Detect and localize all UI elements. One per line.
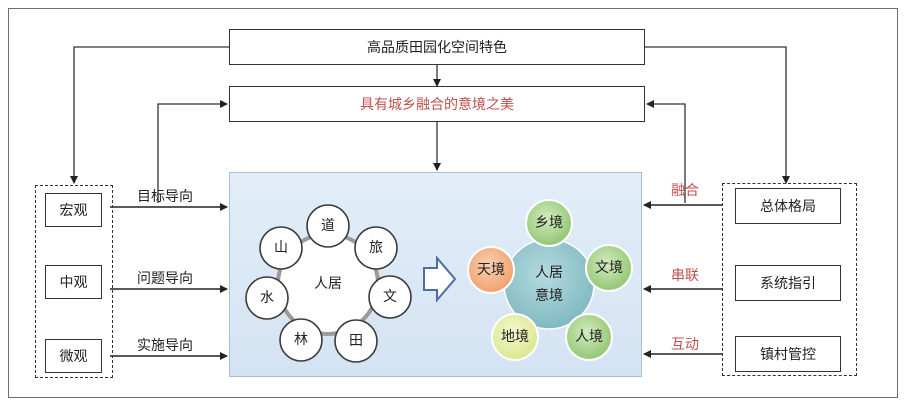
- arrow-label-interact: 互动: [671, 337, 699, 353]
- left-level-group: [35, 185, 113, 378]
- item-overall-label: 总体格局: [760, 199, 816, 215]
- bubble-renjing: [565, 313, 613, 361]
- level-macro-label: 宏观: [59, 203, 88, 219]
- level-micro-label: 微观: [59, 349, 88, 365]
- arrow-label-goal: 目标导向: [137, 189, 193, 205]
- petal-dao: [306, 204, 350, 248]
- bubble-label-dijing: 地境: [501, 328, 529, 345]
- arrow-label-implement: 实施导向: [137, 338, 193, 354]
- item-control-label: 镇村管控: [760, 347, 816, 363]
- petal-shan: [259, 226, 303, 270]
- item-control-box: 镇村管控: [735, 336, 841, 372]
- petal-label-lin: 林: [294, 331, 308, 348]
- bubble-xiangjing: [525, 199, 573, 247]
- petal-tian: [334, 319, 378, 363]
- bubble-label-wenjing: 文境: [595, 259, 623, 276]
- subtitle-text: 具有城乡融合的意境之美: [360, 97, 514, 113]
- item-overall-box: 总体格局: [735, 188, 841, 224]
- petal-shui: [245, 276, 289, 320]
- subtitle-box: 具有城乡融合的意境之美: [229, 86, 645, 122]
- bubble-dijing: [491, 313, 539, 361]
- petal-lv: [354, 226, 398, 270]
- petal-lin: [279, 318, 323, 362]
- transition-arrow-icon: [423, 255, 457, 303]
- right-item-group: [722, 183, 857, 376]
- bubble-label-renjing: 人境: [575, 328, 603, 345]
- petal-label-wen: 文: [383, 288, 397, 305]
- petal-label-shan: 山: [274, 239, 288, 256]
- bubble-wenjing: [585, 244, 633, 292]
- center-label-renju: 人居: [314, 275, 342, 292]
- level-micro-box: 微观: [45, 339, 102, 373]
- center-label-line1: 人居: [535, 264, 563, 281]
- title-text: 高品质田园化空间特色: [367, 40, 507, 56]
- title-box: 高品质田园化空间特色: [229, 29, 645, 65]
- petal-wen: [368, 275, 412, 319]
- petal-label-lv: 旅: [369, 239, 383, 256]
- petal-label-shui: 水: [260, 289, 274, 306]
- level-macro-box: 宏观: [45, 193, 102, 227]
- petal-label-dao: 道: [321, 217, 335, 234]
- petal-label-tian: 田: [349, 332, 363, 349]
- item-system-box: 系统指引: [735, 265, 841, 301]
- bubble-label-xiangjing: 乡境: [535, 214, 563, 231]
- level-meso-box: 中观: [45, 265, 102, 299]
- center-label-line2: 意境: [535, 287, 563, 304]
- bubble-tianjing: [467, 246, 515, 294]
- arrow-label-link: 串联: [671, 268, 699, 284]
- arrow-label-fusion: 融合: [671, 183, 699, 199]
- arrow-label-problem: 问题导向: [137, 271, 193, 287]
- bubble-label-tianjing: 天境: [477, 261, 505, 278]
- item-system-label: 系统指引: [760, 276, 816, 292]
- level-meso-label: 中观: [59, 275, 88, 291]
